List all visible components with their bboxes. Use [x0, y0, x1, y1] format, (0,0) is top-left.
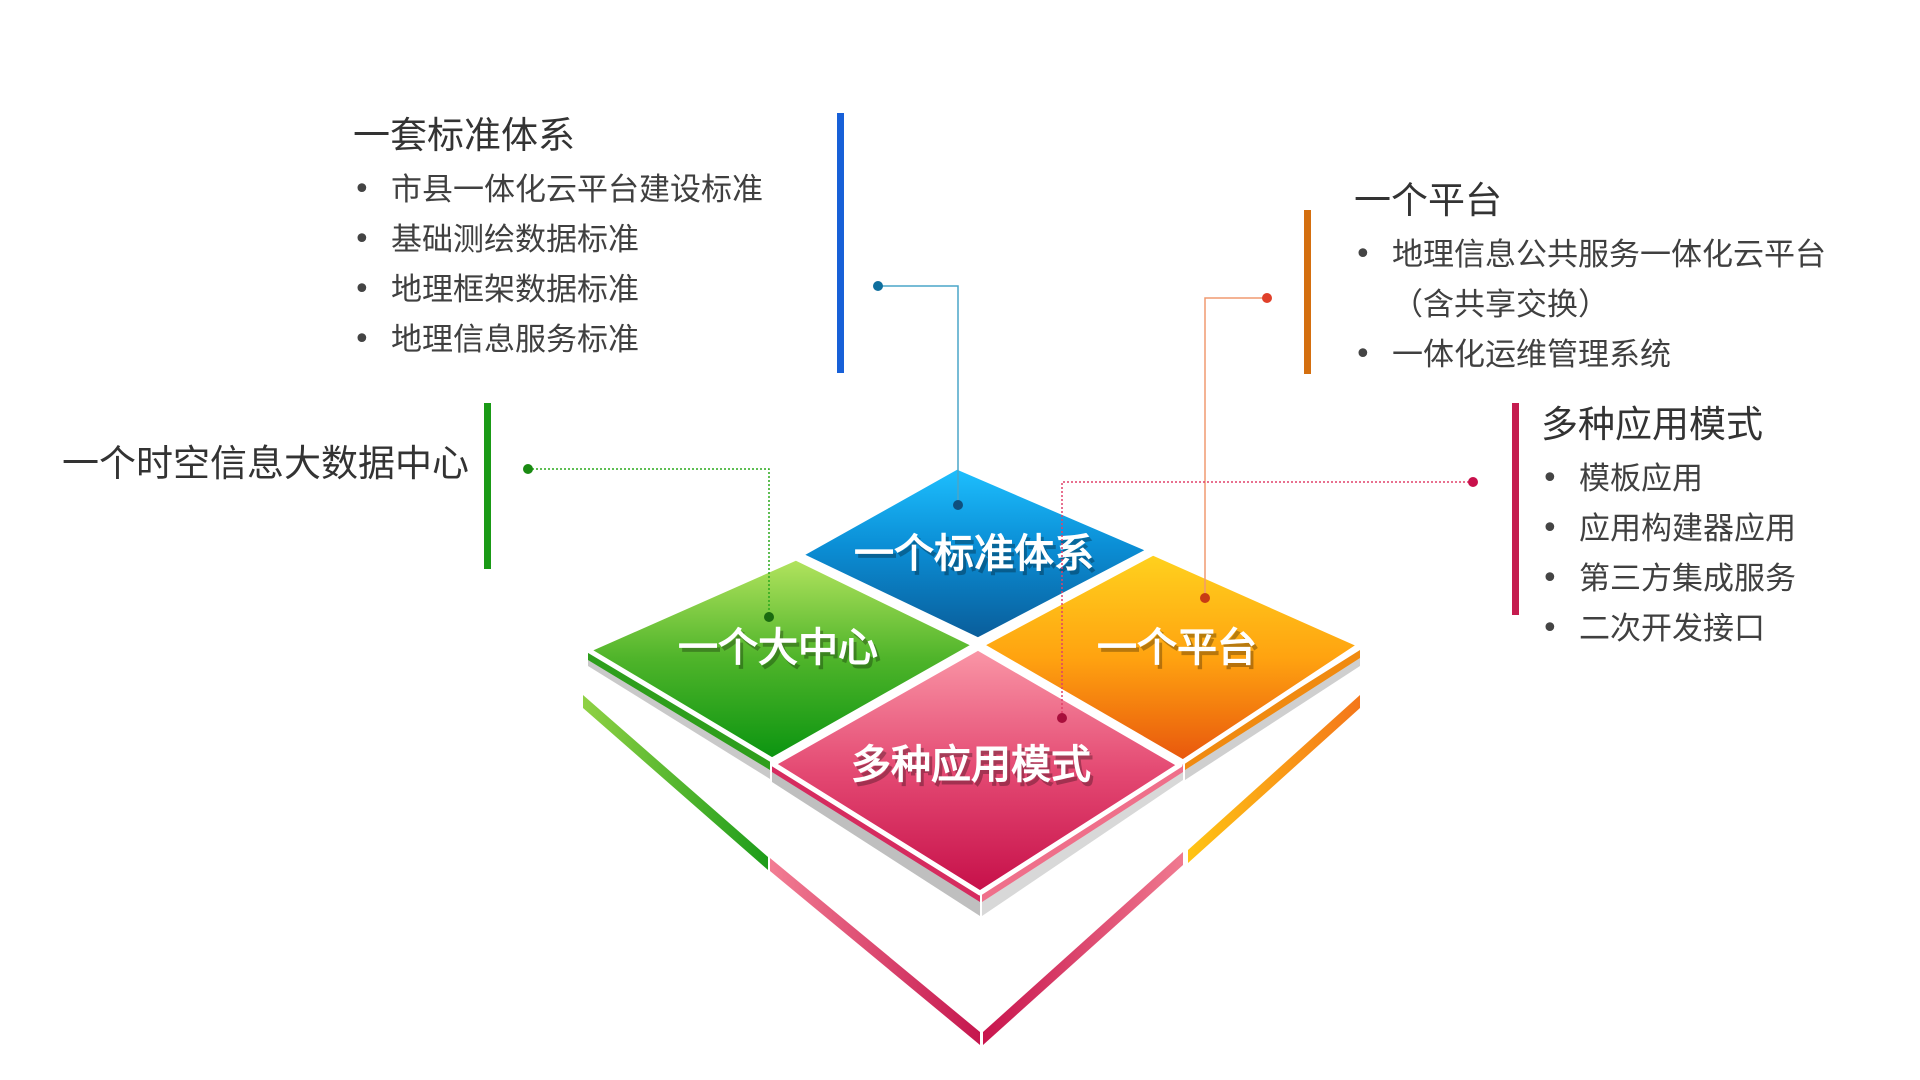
bullet-icon: • [1541, 561, 1559, 596]
center-accent-bar [484, 403, 491, 569]
tile-platform [978, 550, 1363, 765]
list-item-text: 地理框架数据标准 [391, 272, 639, 308]
list-item-text: 二次开发接口 [1579, 611, 1765, 647]
platform-accent-bar [1304, 210, 1311, 374]
list-item: • 地理信息服务标准 [353, 315, 763, 365]
base-strip-bottom-left [770, 858, 980, 1045]
list-item-text: 第三方集成服务 [1579, 561, 1796, 597]
list-item: • 模板应用 [1541, 454, 1796, 504]
platform-list: • 地理信息公共服务一体化云平台 （含共享交换） • 一体化运维管理系统 [1354, 230, 1826, 380]
connector-apps [1061, 481, 1473, 718]
standard-heading: 一套标准体系 [353, 114, 575, 157]
bullet-icon: • [1541, 461, 1559, 496]
tile-standard-system [797, 464, 1153, 643]
dot-center-end [523, 464, 533, 474]
list-item-text: 地理信息服务标准 [391, 322, 639, 358]
base-strip-bottom-right [983, 852, 1183, 1045]
data-center-block: 一个时空信息大数据中心 [62, 441, 469, 487]
list-item: • 地理信息公共服务一体化云平台 [1354, 230, 1826, 280]
bullet-icon: • [1354, 337, 1372, 372]
list-item: • 地理框架数据标准 [353, 265, 763, 315]
dot-standard-end [873, 281, 883, 291]
apps-accent-bar [1512, 403, 1519, 615]
list-item: • 基础测绘数据标准 [353, 215, 763, 265]
list-item: • 市县一体化云平台建设标准 [353, 165, 763, 215]
list-item-text: 地理信息公共服务一体化云平台 [1392, 237, 1826, 273]
connector-center [528, 468, 770, 617]
bullet-icon: • [353, 222, 371, 257]
base-frame [583, 695, 1360, 1045]
platform-block: 一个平台 • 地理信息公共服务一体化云平台 （含共享交换） • 一体化运维管理系统 [1354, 178, 1826, 380]
standard-list: • 市县一体化云平台建设标准 • 基础测绘数据标准 • 地理框架数据标准 • 地理信息服… [353, 165, 763, 365]
dot-platform-tile [1200, 593, 1210, 603]
tile-platform-label: 一个平台 [1097, 625, 1257, 671]
bullet-icon: • [1541, 611, 1559, 646]
tile-center-label-shadow: 一个大中心 [681, 629, 881, 675]
base-strip-right [1188, 695, 1360, 863]
list-item: • 一体化运维管理系统 [1354, 330, 1826, 380]
apps-list: • 模板应用 • 应用构建器应用 • 第三方集成服务 • 二次开发接口 [1541, 454, 1796, 654]
apps-heading: 多种应用模式 [1541, 403, 1763, 446]
platform-heading: 一个平台 [1354, 179, 1502, 222]
tile-platform-label-shadow: 一个平台 [1100, 629, 1260, 675]
list-item-text: 模板应用 [1579, 461, 1703, 497]
dot-platform-end [1262, 293, 1272, 303]
bullet-icon: • [353, 172, 371, 207]
tile-standard-label: 一个标准体系 [854, 531, 1094, 577]
standard-system-block: 一套标准体系 • 市县一体化云平台建设标准 • 基础测绘数据标准 • 地理框架数据标准… [353, 113, 763, 365]
tile-center-label: 一个大中心 [678, 625, 878, 671]
tile-standard-label-shadow: 一个标准体系 [857, 535, 1097, 581]
base-strip-left [583, 695, 768, 870]
dot-center-tile [764, 612, 774, 622]
list-item: • 第三方集成服务 [1541, 554, 1796, 604]
connector-standard [878, 285, 959, 505]
bullet-icon: • [353, 272, 371, 307]
list-item: • 应用构建器应用 [1541, 504, 1796, 554]
diamond-depth [588, 650, 1360, 916]
bullet-icon: • [1354, 237, 1372, 272]
standard-accent-bar [837, 113, 844, 373]
list-item-text: 应用构建器应用 [1579, 511, 1796, 547]
dot-standard-tile [953, 500, 963, 510]
bullet-icon: • [353, 322, 371, 357]
connectors [528, 285, 1473, 718]
tile-apps-label: 多种应用模式 [851, 742, 1091, 788]
list-item-text: 基础测绘数据标准 [391, 222, 639, 258]
tile-application-modes [770, 645, 1183, 896]
dot-apps-tile [1057, 713, 1067, 723]
list-item-text: （含共享交换） [1392, 287, 1609, 323]
bullet-icon: • [1541, 511, 1559, 546]
connector-platform [1204, 297, 1267, 598]
tile-apps-label-shadow: 多种应用模式 [854, 746, 1094, 792]
connector-dots [523, 281, 1478, 723]
list-item-text: 一体化运维管理系统 [1392, 337, 1671, 373]
center-heading: 一个时空信息大数据中心 [62, 442, 469, 485]
list-item: • 二次开发接口 [1541, 604, 1796, 654]
list-item-continuation: （含共享交换） [1354, 280, 1826, 330]
tile-big-center [585, 555, 978, 763]
dot-apps-end [1468, 477, 1478, 487]
depth-right-color [1185, 650, 1360, 770]
application-modes-block: 多种应用模式 • 模板应用 • 应用构建器应用 • 第三方集成服务 • 二次开发接口 [1541, 402, 1796, 654]
list-item-text: 市县一体化云平台建设标准 [391, 172, 763, 208]
